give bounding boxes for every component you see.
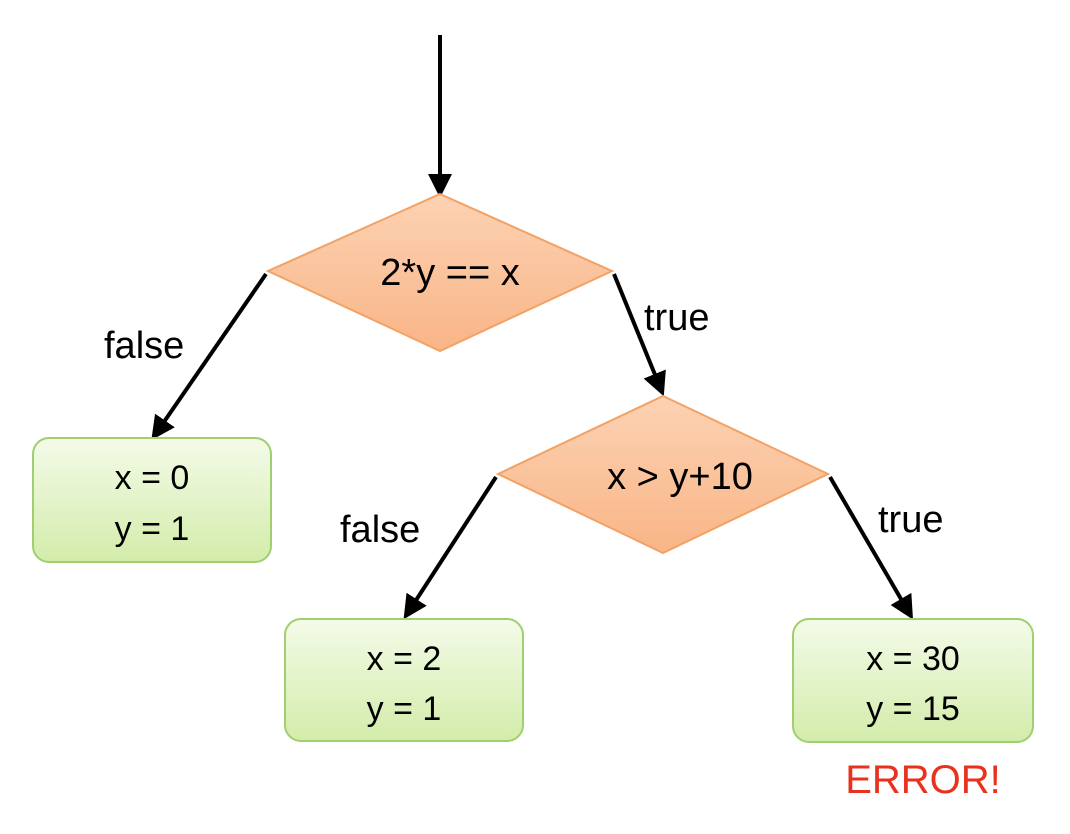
decision-2-label: x > y+10 bbox=[607, 456, 753, 498]
edge-d1-true-label: true bbox=[644, 297, 709, 339]
result-box-1: x = 0 y = 1 bbox=[32, 437, 272, 563]
result-2-line1: x = 2 bbox=[367, 640, 442, 678]
result-3-line2: y = 15 bbox=[866, 690, 960, 728]
edge-d2-true bbox=[828, 475, 914, 620]
result-1-line1: x = 0 bbox=[115, 459, 190, 497]
result-1-line2: y = 1 bbox=[115, 510, 190, 548]
error-label: ERROR! bbox=[845, 758, 1001, 802]
edge-d2-false bbox=[403, 475, 498, 620]
edge-d2-true-label: true bbox=[878, 499, 943, 541]
decision-1-label: 2*y == x bbox=[380, 252, 519, 294]
result-3-line1: x = 30 bbox=[866, 640, 960, 678]
decision-node-1: 2*y == x bbox=[265, 192, 615, 353]
decision-node-2: x > y+10 bbox=[495, 394, 831, 555]
result-box-2: x = 2 y = 1 bbox=[284, 618, 524, 742]
edge-d1-true bbox=[612, 273, 666, 397]
edge-d2-false-label: false bbox=[340, 509, 420, 551]
edge-d1-false-label: false bbox=[104, 325, 184, 367]
result-2-line2: y = 1 bbox=[367, 690, 442, 728]
edge-d1-false bbox=[151, 272, 268, 441]
result-box-3: x = 30 y = 15 bbox=[792, 618, 1034, 743]
